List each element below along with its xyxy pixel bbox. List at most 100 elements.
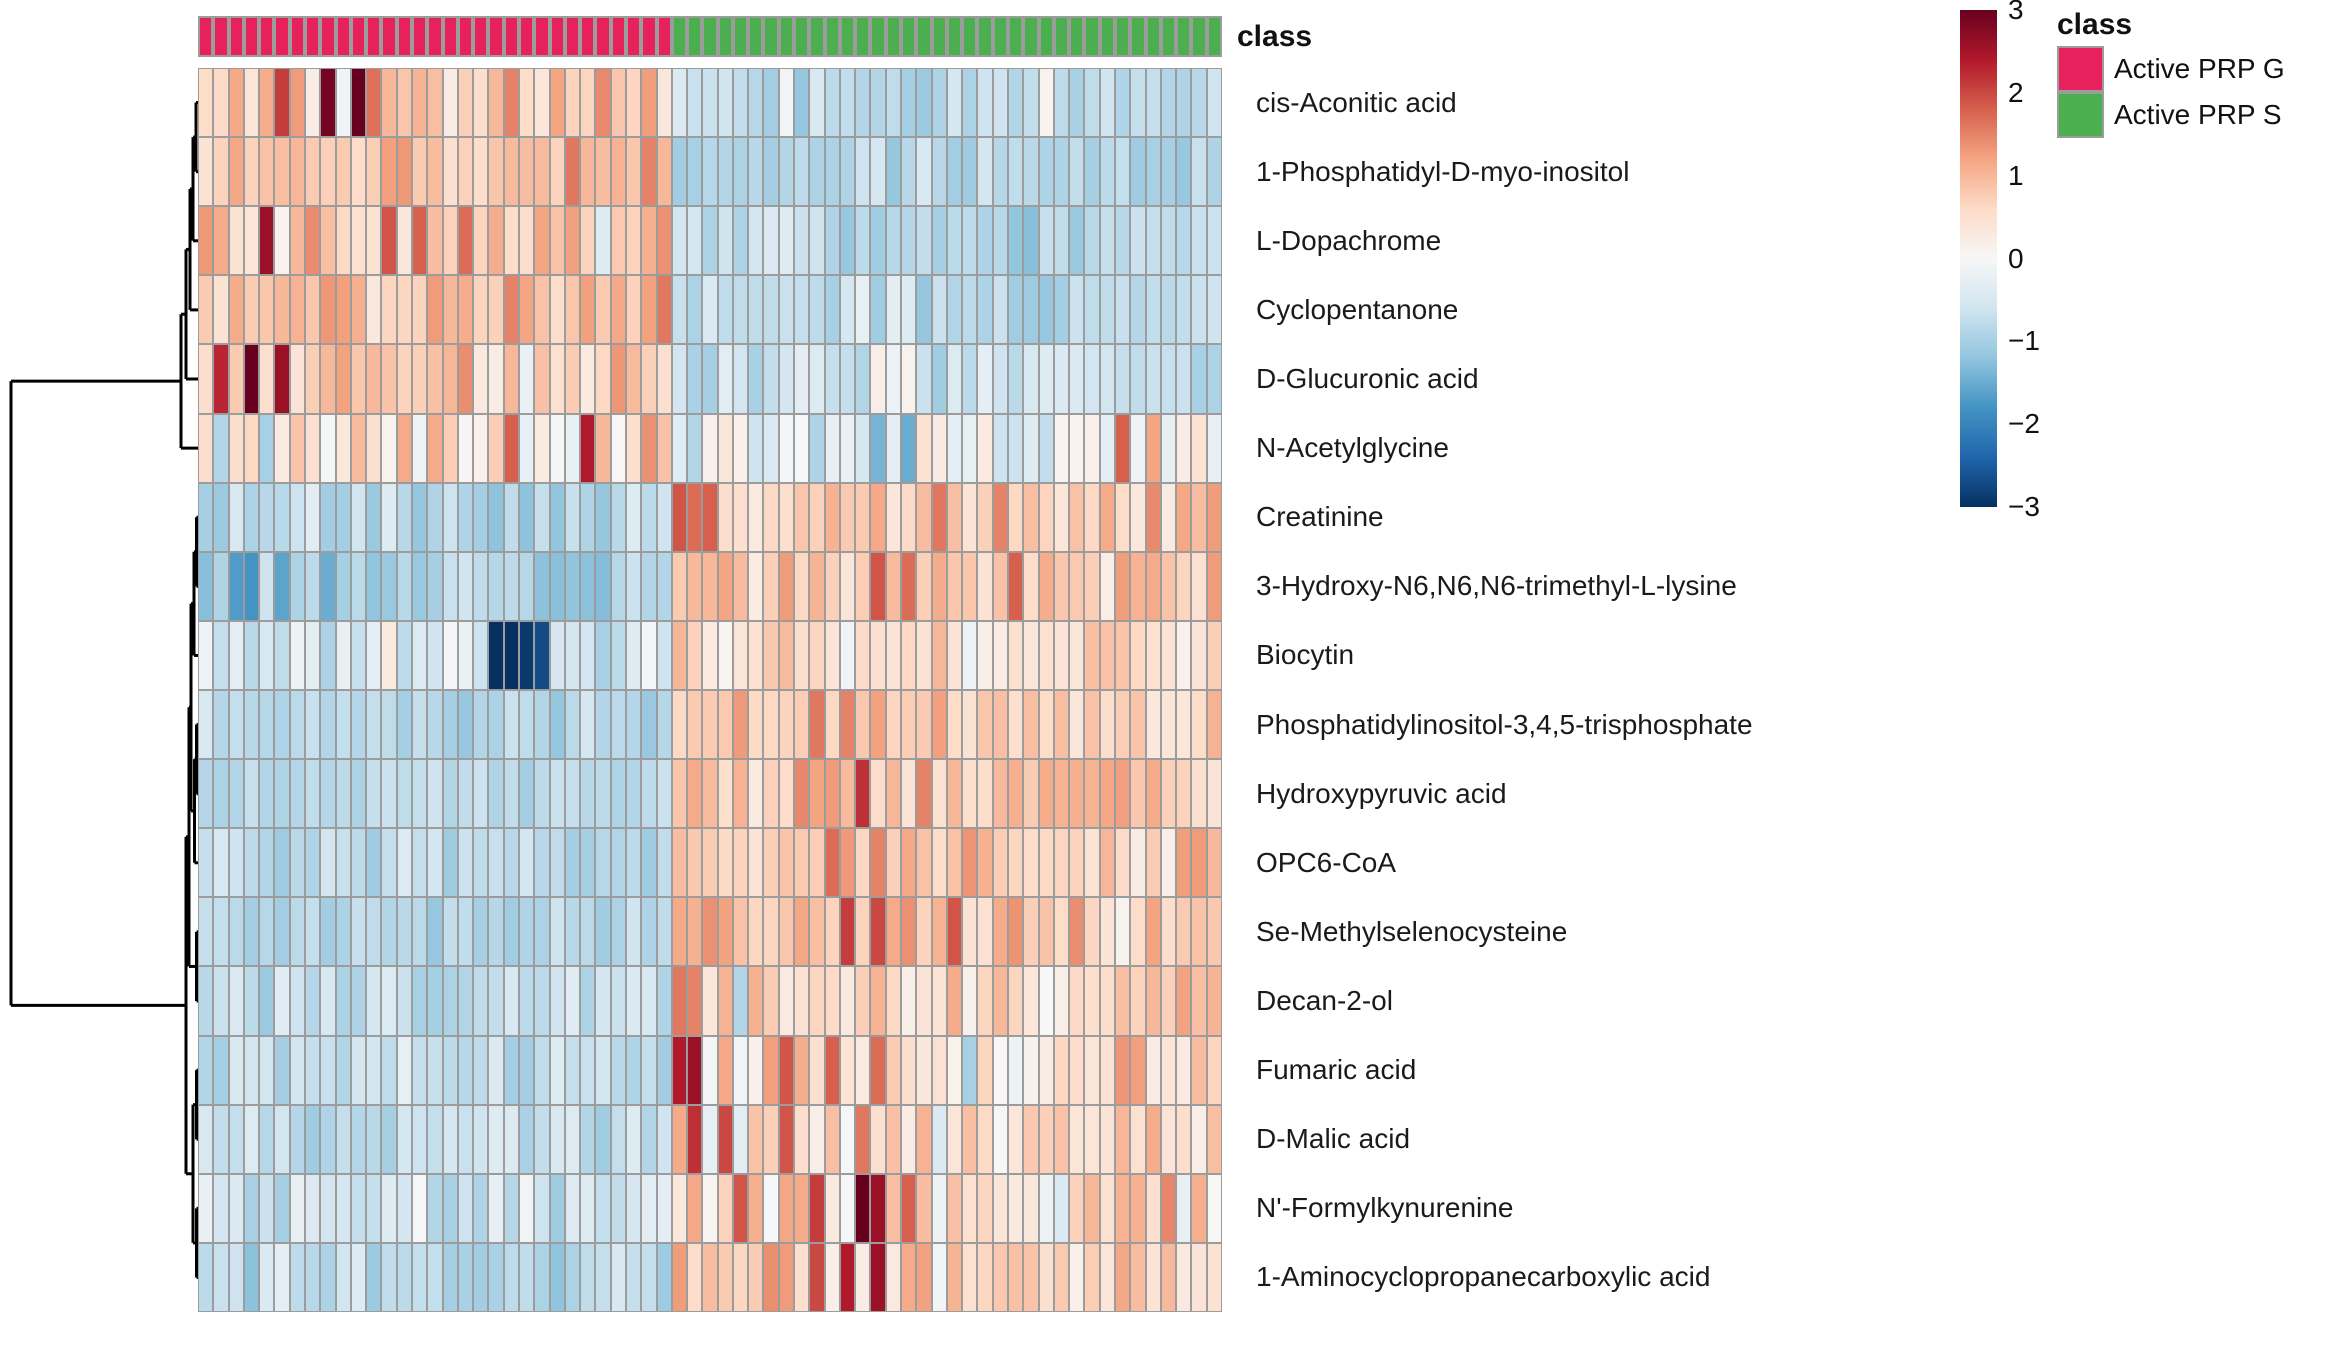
heatmap-cell [457,759,474,829]
heatmap-cell [901,482,917,552]
heatmap-cell [335,1242,351,1312]
heatmap-cell [1206,1104,1222,1174]
heatmap-cell [534,1104,550,1174]
heatmap-cell [488,966,504,1036]
heatmap-cell [610,551,626,621]
heatmap-cell [1191,413,1207,483]
colorbar-tick-label: −2 [2008,408,2040,440]
heatmap-cell [610,413,626,483]
heatmap-cell [870,206,886,276]
class-annotation-cell [259,16,275,57]
heatmap-cell [1145,1104,1161,1174]
heatmap-cell [274,759,290,829]
heatmap-cell [534,68,550,138]
heatmap-cell [1130,275,1146,345]
heatmap-cell [289,206,305,276]
heatmap-cell [671,828,688,898]
heatmap-cell [580,759,596,829]
row-label: OPC6-CoA [1256,846,1397,878]
heatmap-cell [350,1035,367,1105]
heatmap-cell [717,206,733,276]
heatmap-cell [687,1035,703,1105]
heatmap-cell [855,1104,871,1174]
heatmap-row [198,966,1222,1036]
heatmap-cell [625,1104,642,1174]
heatmap-cell [457,620,474,690]
heatmap-cell [1053,828,1070,898]
legend-label: Active PRP S [2114,99,2282,130]
heatmap-cell [1038,551,1054,621]
heatmap-cell [304,690,321,760]
heatmap-cell [763,1242,779,1312]
heatmap-cell [396,966,412,1036]
heatmap-cell [289,551,305,621]
heatmap-cell [1160,1242,1177,1312]
colorbar-tick-label: 3 [2008,0,2024,25]
colorbar-tick-label: 1 [2008,159,2024,191]
heatmap-cell [824,413,840,483]
heatmap-cell [289,1035,305,1105]
heatmap-cell [259,1242,275,1312]
heatmap-row [198,828,1222,898]
heatmap-cell [748,206,764,276]
heatmap-cell [228,759,244,829]
heatmap-cell [977,551,993,621]
heatmap-cell [748,413,764,483]
heatmap-cell [916,690,932,760]
heatmap-cell [855,275,871,345]
heatmap-cell [595,68,611,138]
heatmap-cell [794,344,810,414]
heatmap-cell [366,690,382,760]
heatmap-cell [488,828,504,898]
heatmap-cell [870,897,886,967]
heatmap-cell [366,897,382,967]
heatmap-cell [1023,828,1039,898]
heatmap-cell [396,413,412,483]
heatmap-cell [778,137,795,207]
heatmap-cell [610,1104,626,1174]
heatmap-cell [946,897,963,967]
heatmap-cell [763,966,779,1036]
heatmap-cell [778,206,795,276]
heatmap-cell [824,966,840,1036]
heatmap-cell [1130,1242,1146,1312]
heatmap-cell [702,620,718,690]
heatmap-cell [503,206,519,276]
heatmap-cell [274,620,290,690]
heatmap-cell [901,966,917,1036]
heatmap-cell [427,897,443,967]
heatmap-cell [1160,206,1177,276]
heatmap-cell [213,690,229,760]
class-annotation-cell [396,16,412,57]
heatmap-cell [855,551,871,621]
heatmap-cell [916,1035,932,1105]
heatmap-cell [564,828,581,898]
heatmap-cell [488,137,504,207]
heatmap-cell [931,551,947,621]
heatmap-cell [931,690,947,760]
heatmap-cell [732,1035,749,1105]
heatmap-cell [794,897,810,967]
class-annotation-cell [732,16,749,57]
heatmap-cell [488,1035,504,1105]
class-annotation-cell [625,16,642,57]
heatmap-cell [702,68,718,138]
heatmap-cell [962,551,978,621]
heatmap-cell [1023,1242,1039,1312]
heatmap-cell [1145,482,1161,552]
heatmap-cell [442,759,458,829]
heatmap-cell [625,137,642,207]
class-annotation-cell [671,16,688,57]
heatmap-cell [748,1173,764,1243]
heatmap-cell [427,1104,443,1174]
heatmap-cell [901,828,917,898]
heatmap-cell [488,690,504,760]
heatmap-cell [1053,1242,1070,1312]
heatmap-cell [457,1242,474,1312]
heatmap-cell [641,1242,657,1312]
class-annotation-cell [946,16,963,57]
heatmap-cell [717,344,733,414]
heatmap-cell [488,759,504,829]
heatmap-cell [243,759,260,829]
heatmap-cell [870,68,886,138]
